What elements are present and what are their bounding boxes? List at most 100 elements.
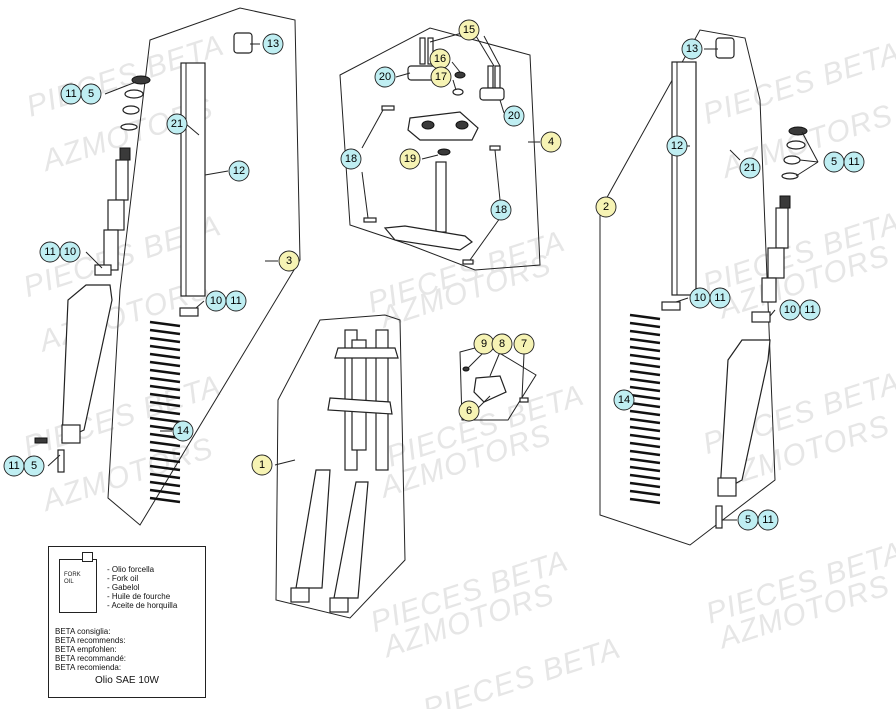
callout-c-4: 4	[540, 131, 562, 153]
callout-number: 10	[784, 304, 796, 316]
callout-bubble	[799, 299, 821, 321]
callout-bubble	[59, 241, 81, 263]
callout-bubble	[739, 157, 761, 179]
leader	[467, 351, 485, 369]
fork-slider	[333, 481, 369, 599]
callout-bubble	[251, 454, 273, 476]
fork-tube	[375, 329, 389, 471]
oil-name: - Aceite de horquilla	[107, 601, 178, 610]
right-fork-group	[596, 29, 819, 546]
leader	[195, 300, 205, 309]
leader	[769, 309, 776, 317]
callout-number: 18	[345, 153, 357, 165]
callout-bubble	[681, 38, 703, 60]
callout-number: 15	[463, 24, 475, 36]
callout-c-18-b: 18	[490, 199, 512, 221]
callout-number: 11	[714, 292, 725, 304]
callout-number: 13	[267, 38, 279, 50]
leader	[85, 251, 103, 269]
callout-c-15: 15	[458, 19, 480, 41]
nut	[462, 366, 470, 372]
callout-bubble	[228, 160, 250, 182]
drain-bolt	[715, 505, 723, 529]
callout-number: 20	[379, 71, 391, 83]
bushing	[179, 307, 199, 317]
callout-c-20-a: 20	[374, 66, 396, 88]
pinch-bolt	[489, 145, 501, 151]
callout-c-5-11-a: 5 11	[823, 151, 865, 173]
leader	[499, 99, 505, 114]
nut	[454, 71, 466, 79]
oil-can-label-line: OIL	[64, 579, 74, 585]
leader	[395, 72, 411, 78]
triple-clamp-group	[339, 27, 541, 271]
callout-bubble	[166, 113, 188, 135]
callout-bubble	[595, 196, 617, 218]
leader	[483, 35, 501, 67]
callout-bubble	[491, 333, 513, 355]
cartridge-body	[103, 229, 119, 271]
callout-number: 1	[259, 459, 265, 471]
callout-number: 11	[44, 246, 55, 258]
oil-recommend-line: BETA empfohlen:	[55, 645, 117, 654]
oil-name: - Fork oil	[107, 574, 139, 583]
callout-bubble	[458, 19, 480, 41]
callout-number: 11	[848, 156, 859, 168]
oil-name-list: - Olio forcella - Fork oil - Gabelol - H…	[107, 565, 177, 610]
steering-stem	[351, 339, 367, 451]
group-outline	[275, 314, 406, 619]
callout-c-16: 16	[429, 48, 451, 70]
pinch-bolt	[363, 217, 377, 223]
leader	[361, 109, 384, 149]
upper-triple-clamp	[407, 111, 479, 141]
fork-cap	[715, 37, 735, 59]
callout-number: 11	[762, 514, 773, 526]
leader	[429, 32, 463, 43]
leader	[421, 154, 439, 160]
assembled-fork-group	[274, 314, 406, 619]
leader	[469, 217, 501, 261]
leader	[729, 149, 741, 161]
callout-number: 12	[671, 140, 683, 152]
oil-recommendation-box: FORK OIL - Olio forcella - Fork oil - Ga…	[48, 546, 206, 698]
group-outline	[339, 27, 541, 271]
washer	[786, 140, 806, 150]
drain-bolt	[57, 449, 65, 473]
oil-recommend-line: BETA recommandé:	[55, 654, 126, 663]
oil-can-cap	[82, 552, 93, 562]
callout-number: 21	[744, 162, 756, 174]
callout-number: 21	[171, 118, 183, 130]
leader	[47, 454, 61, 467]
oil-recommend-line: BETA recommends:	[55, 636, 126, 645]
callout-c-13-a: 13	[262, 33, 284, 55]
steering-stem	[435, 161, 447, 233]
callout-number: 14	[177, 425, 189, 437]
callout-number: 5	[831, 156, 837, 168]
leader	[521, 353, 525, 399]
callout-c-6: 6	[458, 400, 480, 422]
callout-bubble	[23, 455, 45, 477]
washer	[781, 172, 799, 180]
fork-cap	[233, 32, 253, 54]
bushing	[751, 311, 771, 323]
callout-bubble	[513, 333, 535, 355]
callout-bubble	[666, 135, 688, 157]
callout-number: 10	[210, 295, 222, 307]
callout-number: 14	[618, 394, 630, 406]
leader	[475, 35, 495, 67]
callout-c-9: 9	[473, 333, 495, 355]
callout-bubble	[757, 509, 779, 531]
callout-bubble	[540, 131, 562, 153]
clamp-bolt	[419, 37, 426, 65]
oil-recommend-line: BETA consiglia:	[55, 627, 111, 636]
callout-bubble	[490, 199, 512, 221]
oil-recommend-line: BETA recomienda:	[55, 663, 122, 672]
callout-c-19: 19	[399, 148, 421, 170]
nut	[779, 195, 791, 209]
